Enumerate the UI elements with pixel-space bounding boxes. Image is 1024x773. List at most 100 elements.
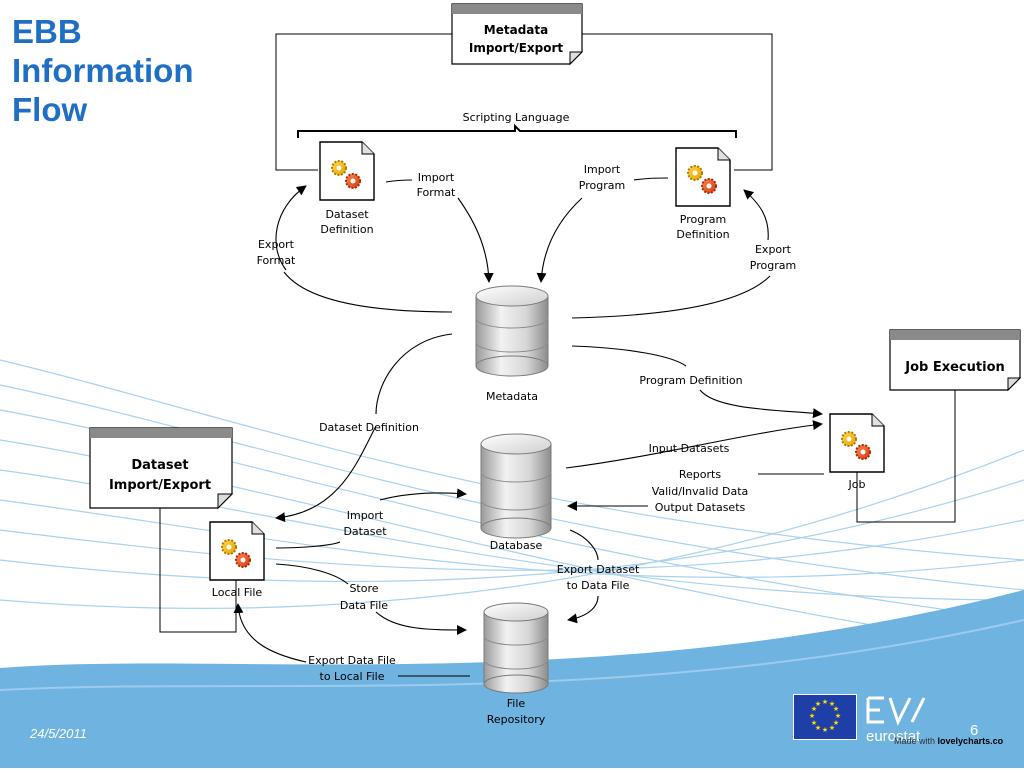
edge-labels: Import Format Import Program Export Form… <box>257 163 797 683</box>
job-label: Job <box>848 478 866 491</box>
export-program-arrow <box>743 189 769 241</box>
export-format-label-2: Format <box>257 254 296 267</box>
export-program-label-1: Export <box>755 243 792 256</box>
footer-date: 24/5/2011 <box>30 726 87 741</box>
program-definition-label-2: Definition <box>676 228 729 241</box>
svg-text:★: ★ <box>829 724 835 732</box>
local-file-icon <box>209 521 265 581</box>
metadata-label: Metadata <box>486 390 538 403</box>
export-dataset-label-1: Export Dataset <box>557 563 640 576</box>
metadata-box-right-connector <box>582 33 773 171</box>
slide-title-line-1: EBB <box>12 13 82 50</box>
import-program-label-2: Program <box>579 179 625 192</box>
dataset-import-export-line2: Import/Export <box>109 478 211 493</box>
export-data-file-label-1: Export Data File <box>308 654 396 667</box>
store-data-file-arrow <box>375 611 467 635</box>
file-repository-label-1: File <box>507 697 526 710</box>
slide-title: EBB Information Flow <box>12 12 193 129</box>
scripting-language-bracket: Scripting Language <box>297 111 737 138</box>
slide-title-line-3: Flow <box>12 91 88 128</box>
eurostat-logo <box>866 696 926 726</box>
page-number: 6 <box>970 722 979 739</box>
import-format-label-2: Format <box>417 186 456 199</box>
svg-text:★: ★ <box>833 719 839 727</box>
file-repository-label-2: Repository <box>487 713 546 726</box>
import-dataset-lead <box>275 541 341 549</box>
reports-label-1: Reports <box>679 468 721 481</box>
dataset-definition-lead <box>375 333 453 415</box>
made-with-credit: Made with lovelycharts.co <box>894 736 1003 746</box>
svg-text:★: ★ <box>822 698 828 706</box>
export-program-base <box>571 275 771 319</box>
export-dataset-lead <box>569 529 599 561</box>
svg-text:★: ★ <box>809 712 815 720</box>
local-file-label: Local File <box>212 586 263 599</box>
svg-text:★: ★ <box>815 724 821 732</box>
import-format-label-1: Import <box>418 171 455 184</box>
dataset-definition-label-1: Dataset <box>325 208 369 221</box>
node-labels: Dataset Definition Program Definition Me… <box>212 208 866 726</box>
export-program-label-2: Program <box>750 259 796 272</box>
store-data-file-lead <box>275 563 349 585</box>
import-format-lead <box>385 179 413 183</box>
job-execution-label: Job Execution <box>904 360 1005 375</box>
metadata-database-icon <box>475 285 549 377</box>
program-definition-edge-label: Program Definition <box>639 374 742 387</box>
store-data-file-label-2: Data File <box>340 599 388 612</box>
reports-label-2: Valid/Invalid Data <box>652 485 749 498</box>
eurostat-label: eurostat <box>866 728 921 745</box>
made-with-brand: lovelycharts.co <box>937 736 1004 746</box>
made-with-prefix: Made with <box>894 736 936 746</box>
export-data-file-arrow <box>233 603 307 663</box>
dataset-definition-label-2: Definition <box>320 223 373 236</box>
metadata-import-export-line1: Metadata <box>484 23 548 37</box>
eu-flag-logo: ★★★★ ★★★★ ★★★★ <box>793 694 857 740</box>
export-dataset-label-2: to Data File <box>567 579 630 592</box>
import-dataset-label-1: Import <box>347 509 384 522</box>
svg-text:★: ★ <box>835 712 841 720</box>
metadata-import-export-line2: Import/Export <box>469 41 564 55</box>
eu-stars-icon: ★★★★ ★★★★ ★★★★ <box>809 698 841 734</box>
export-format-label-1: Export <box>258 238 295 251</box>
export-data-file-label-2: to Local File <box>320 670 385 683</box>
program-definition-icon <box>675 147 731 207</box>
job-icon <box>829 413 885 473</box>
import-program-arrow <box>536 197 583 283</box>
svg-text:★: ★ <box>811 719 817 727</box>
import-dataset-label-2: Dataset <box>343 525 387 538</box>
reports-label-3: Output Datasets <box>655 501 746 514</box>
svg-text:★: ★ <box>815 700 821 708</box>
import-program-lead <box>633 177 669 181</box>
import-format-arrow <box>457 197 494 283</box>
dataset-definition-icon <box>319 141 375 201</box>
database-icon <box>480 433 552 539</box>
export-format-arrow <box>275 185 307 271</box>
svg-text:★: ★ <box>829 700 835 708</box>
program-definition-lead <box>571 345 687 367</box>
input-datasets-arrow <box>565 420 823 469</box>
metadata-box-left-connector <box>275 33 452 171</box>
job-execution-connector <box>856 390 956 523</box>
svg-text:★: ★ <box>822 726 828 734</box>
footer-band-highlight <box>0 619 1024 691</box>
file-repository-icon <box>483 602 549 694</box>
svg-text:★: ★ <box>811 705 817 713</box>
dataset-import-export-box: Dataset Import/Export <box>89 427 234 510</box>
import-program-label-1: Import <box>584 163 621 176</box>
input-datasets-label: Input Datasets <box>649 442 730 455</box>
export-dataset-arrow <box>567 595 599 624</box>
job-execution-box: Job Execution <box>889 329 1022 392</box>
dataset-definition-arrow <box>275 425 377 523</box>
program-definition-arrow <box>699 389 823 419</box>
svg-text:★: ★ <box>833 705 839 713</box>
metadata-import-export-box: Metadata Import/Export <box>451 3 584 66</box>
import-dataset-arrow <box>379 488 467 501</box>
flow-arrows <box>233 177 824 677</box>
slide-title-line-2: Information <box>12 52 194 89</box>
export-format-base <box>283 271 453 313</box>
dataset-definition-edge-label: Dataset Definition <box>319 421 419 434</box>
scripting-language-label: Scripting Language <box>463 111 570 124</box>
store-data-file-label-1: Store <box>349 582 378 595</box>
